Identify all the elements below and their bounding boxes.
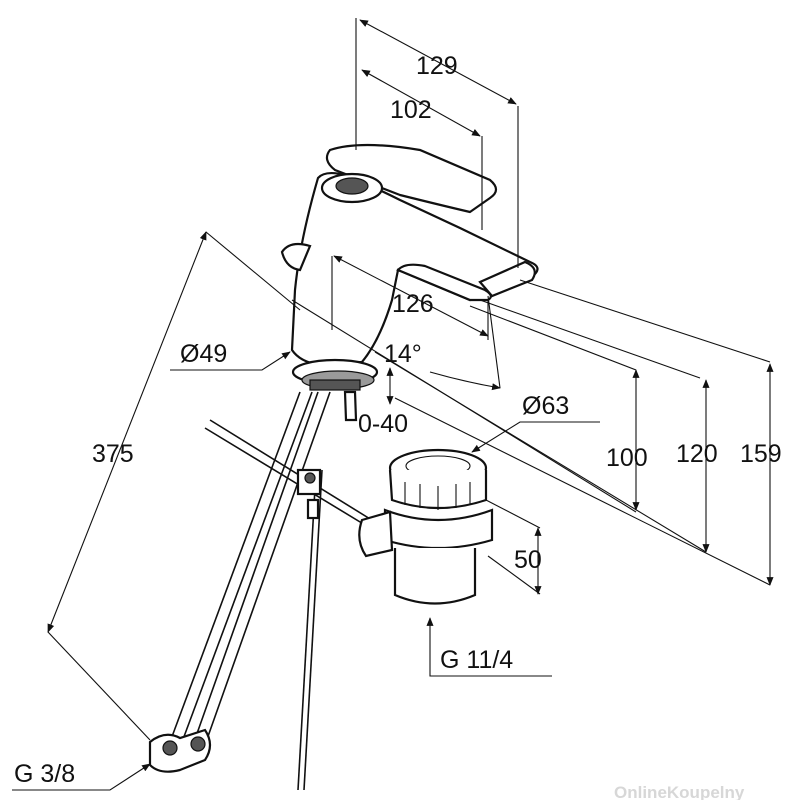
label-14deg: 14° (384, 340, 422, 368)
dim-line-102 (361, 69, 481, 137)
leader-g38 (12, 763, 151, 791)
dim-line-375 (47, 231, 207, 633)
ref-line-159 (394, 397, 771, 586)
clamp-nut (306, 498, 320, 520)
supply-hoses (148, 391, 331, 773)
leader-d49 (170, 351, 291, 371)
drain-tailpiece (393, 548, 477, 605)
ext-50-top (485, 499, 541, 529)
dimension-lines (12, 18, 774, 791)
label-102: 102 (390, 96, 432, 124)
spout-tip (478, 260, 536, 298)
label-50: 50 (514, 546, 542, 574)
drain-side-connector (358, 510, 394, 558)
popup-rod-assembly (204, 419, 376, 791)
dim-line-129 (359, 19, 517, 105)
ext-top-120 (479, 299, 701, 379)
ext-375-top (205, 231, 301, 311)
angle-arc (429, 371, 501, 391)
label-129: 129 (416, 52, 458, 80)
label-375: 375 (92, 440, 134, 468)
angle-leg (487, 295, 501, 389)
label-g38: G 3/8 (14, 760, 75, 788)
drain-waste (358, 448, 494, 605)
label-0-40: 0-40 (358, 410, 408, 438)
label-g114: G 11/4 (440, 646, 513, 674)
dim-line-126 (333, 255, 489, 337)
label-126: 126 (392, 290, 434, 318)
drain-flange (383, 508, 494, 550)
ref-line-120 (374, 351, 707, 553)
base-flange (309, 379, 361, 391)
popup-knob (280, 242, 312, 272)
label-120: 120 (676, 440, 718, 468)
label-159: 159 (740, 440, 782, 468)
fitting-nut-2 (190, 736, 206, 752)
label-d49: Ø49 (180, 340, 227, 368)
pull-rod-a (303, 469, 323, 791)
clamp-screw (304, 472, 316, 484)
ext-375-bottom (47, 631, 151, 741)
fitting-nut-1 (162, 740, 178, 756)
drain-ribs (404, 482, 471, 510)
cartridge-top (335, 177, 369, 195)
ext-top-100 (469, 305, 637, 371)
mounting-stud (343, 390, 358, 422)
hose-line-1 (169, 391, 301, 743)
lift-rod-a (204, 427, 371, 529)
label-100: 100 (606, 444, 648, 472)
hose-line-4 (205, 391, 331, 743)
pull-rod-b (297, 469, 317, 791)
label-d63: Ø63 (522, 392, 569, 420)
handle-lever (325, 143, 498, 214)
hose-line-3 (193, 391, 319, 743)
hose-line-2 (181, 391, 313, 743)
dimension-labels: 129 102 126 14° Ø49 0-40 Ø63 375 100 120… (14, 52, 782, 788)
ext-50-bottom (487, 555, 541, 595)
lift-rod-b (209, 419, 376, 523)
leader-d63 (471, 421, 600, 453)
ext-top-159 (519, 279, 771, 363)
watermark: OnlineKoupelny (614, 783, 745, 800)
leader-g114 (426, 617, 552, 677)
